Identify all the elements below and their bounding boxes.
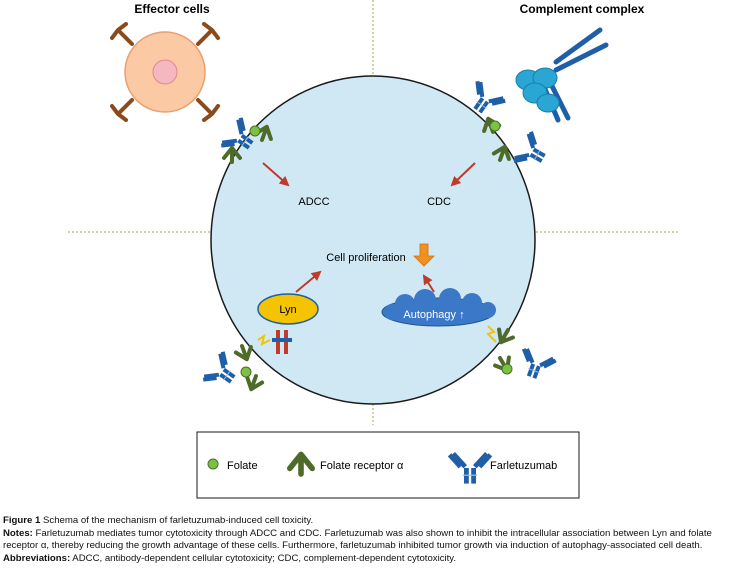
complement-complex-title: Complement complex	[520, 2, 645, 16]
caption-figure-text: Schema of the mechanism of farletuzumab-…	[40, 515, 314, 526]
complement-complex-icon	[515, 27, 609, 123]
mechanism-diagram: Effector cells Complement complex	[68, 0, 680, 499]
cdc-label: CDC	[427, 196, 451, 208]
caption-abbrev-text: ADCC, antibody-dependent cellular cytoto…	[70, 552, 457, 564]
caption-notes-line2: receptor α, thereby reducing the growth …	[3, 540, 703, 552]
legend-folate-label: Folate	[227, 460, 258, 472]
cdc-binding-group	[461, 78, 554, 176]
autophagy-cloud	[381, 288, 496, 327]
cdc-arrow	[450, 162, 476, 187]
lyn-binding-group	[200, 333, 271, 396]
autophagy-binding-group	[486, 324, 559, 386]
fc-receptor-icon	[110, 22, 220, 122]
effector-cells-title: Effector cells	[134, 2, 210, 16]
effector-nucleus	[152, 59, 178, 85]
figure-caption: Figure 1 Schema of the mechanism of farl…	[3, 515, 747, 565]
down-arrow-icon	[413, 243, 435, 267]
autophagy-arrow	[422, 274, 435, 293]
lyn-protein	[257, 293, 319, 325]
legend-box: Folate Folate receptor α Farletuzumab	[196, 431, 580, 499]
legend-farletuzumab-label: Farletuzumab	[490, 460, 557, 472]
folate-icon	[501, 363, 513, 375]
caption-abbreviations: Abbreviations: ADCC, antibody-dependent …	[3, 553, 747, 566]
autophagy-label: Autophagy ↑	[403, 309, 464, 321]
legend-folate-receptor-label: Folate receptor α	[320, 460, 404, 472]
lyn-label: Lyn	[279, 304, 296, 316]
folate-icon	[489, 120, 501, 132]
lyn-arrow	[295, 270, 322, 293]
legend-folate-icon	[207, 458, 219, 470]
adcc-label: ADCC	[298, 196, 329, 208]
lightning-icon	[486, 325, 497, 343]
caption-notes-continued: receptor α, thereby reducing the growth …	[3, 540, 747, 553]
caption-abbrev-label: Abbreviations:	[3, 552, 71, 564]
caption-figure-label: Figure 1	[3, 515, 41, 526]
caption-notes-label: Notes:	[3, 527, 33, 539]
adcc-binding-group	[218, 115, 277, 164]
adcc-arrow	[262, 162, 290, 187]
inhibition-icon	[272, 330, 292, 354]
effector-cell	[110, 22, 220, 122]
folate-icon	[249, 125, 261, 137]
caption-notes: Notes: Farletuzumab mediates tumor cytot…	[3, 528, 747, 541]
cell-proliferation-label: Cell proliferation	[326, 252, 405, 264]
caption-title: Figure 1 Schema of the mechanism of farl…	[3, 515, 747, 528]
lightning-icon	[257, 333, 271, 346]
caption-notes-line1: Farletuzumab mediates tumor cytotoxicity…	[32, 527, 712, 539]
folate-icon	[240, 366, 252, 378]
